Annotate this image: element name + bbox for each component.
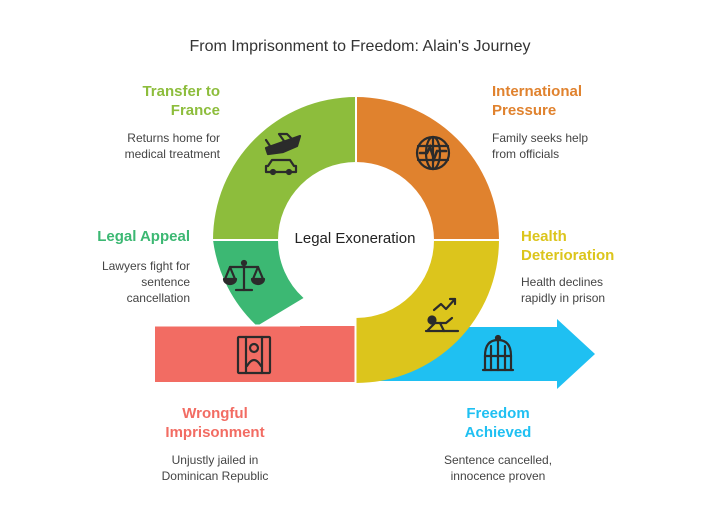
stage-desc-appeal: Lawyers fight for sentence cancellation	[70, 258, 190, 306]
prisoner-icon	[236, 335, 272, 375]
stage-desc-line: Returns home for	[127, 131, 220, 145]
stage-title-line: Imprisonment	[165, 424, 265, 441]
stage-desc-health: Health declines rapidly in prison	[521, 274, 671, 306]
stage-desc-line: from officials	[492, 147, 560, 161]
stage-desc-pressure: Family seeks help from officials	[492, 130, 642, 162]
stage-desc-line: Unjustly jailed in	[171, 453, 259, 467]
stage-desc-line: rapidly in prison	[521, 291, 606, 305]
stage-title-line: Freedom	[466, 405, 530, 422]
stage-desc-line: Family seeks help	[492, 131, 589, 145]
stage-desc-wrongful: Unjustly jailed in Dominican Republic	[130, 452, 300, 484]
stage-desc-line: Sentence cancelled,	[443, 453, 553, 467]
stage-title-health: Health Deterioration	[521, 227, 671, 265]
stage-desc-transfer: Returns home for medical treatment	[90, 130, 220, 162]
stage-title-wrongful: Wrongful Imprisonment	[140, 404, 290, 442]
stage-title-line: Wrongful	[182, 405, 248, 422]
stage-desc-line: Lawyers fight for	[101, 259, 190, 273]
stage-title-line: Deterioration	[521, 247, 615, 264]
stage-title-line: Health	[521, 228, 567, 245]
stage-title-line: International	[492, 83, 583, 100]
stage-desc-line: innocence proven	[450, 469, 546, 483]
center-label: Legal Exoneration	[294, 230, 416, 247]
stage-desc-line: sentence	[141, 275, 190, 289]
airplane-car-icon	[264, 132, 302, 176]
scales-icon	[222, 259, 266, 292]
stage-desc-line: Dominican Republic	[161, 469, 269, 483]
stage-title-line: Achieved	[464, 424, 532, 441]
stage-desc-line: cancellation	[126, 291, 190, 305]
globe-icon	[415, 135, 451, 171]
stage-title-transfer: Transfer to France	[100, 82, 220, 120]
stage-title-freedom: Freedom Achieved	[423, 404, 573, 442]
stage-title-pressure: International Pressure	[492, 82, 642, 120]
stage-title-line: Pressure	[492, 102, 557, 119]
diagram-title: From Imprisonment to Freedom: Alain's Jo…	[189, 38, 531, 55]
birdcage-icon	[481, 334, 515, 372]
ring-segment-health	[356, 240, 499, 383]
ring-segment-transfer	[213, 97, 356, 240]
stage-desc-line: medical treatment	[124, 147, 220, 161]
stage-desc-line: Health declines	[521, 275, 604, 289]
stage-title-line: France	[170, 102, 220, 119]
stage-desc-freedom: Sentence cancelled, innocence proven	[413, 452, 583, 484]
stage-title-line: Transfer to	[142, 83, 220, 100]
stage-title-appeal: Legal Appeal	[97, 228, 190, 245]
declining-health-icon	[424, 297, 460, 333]
